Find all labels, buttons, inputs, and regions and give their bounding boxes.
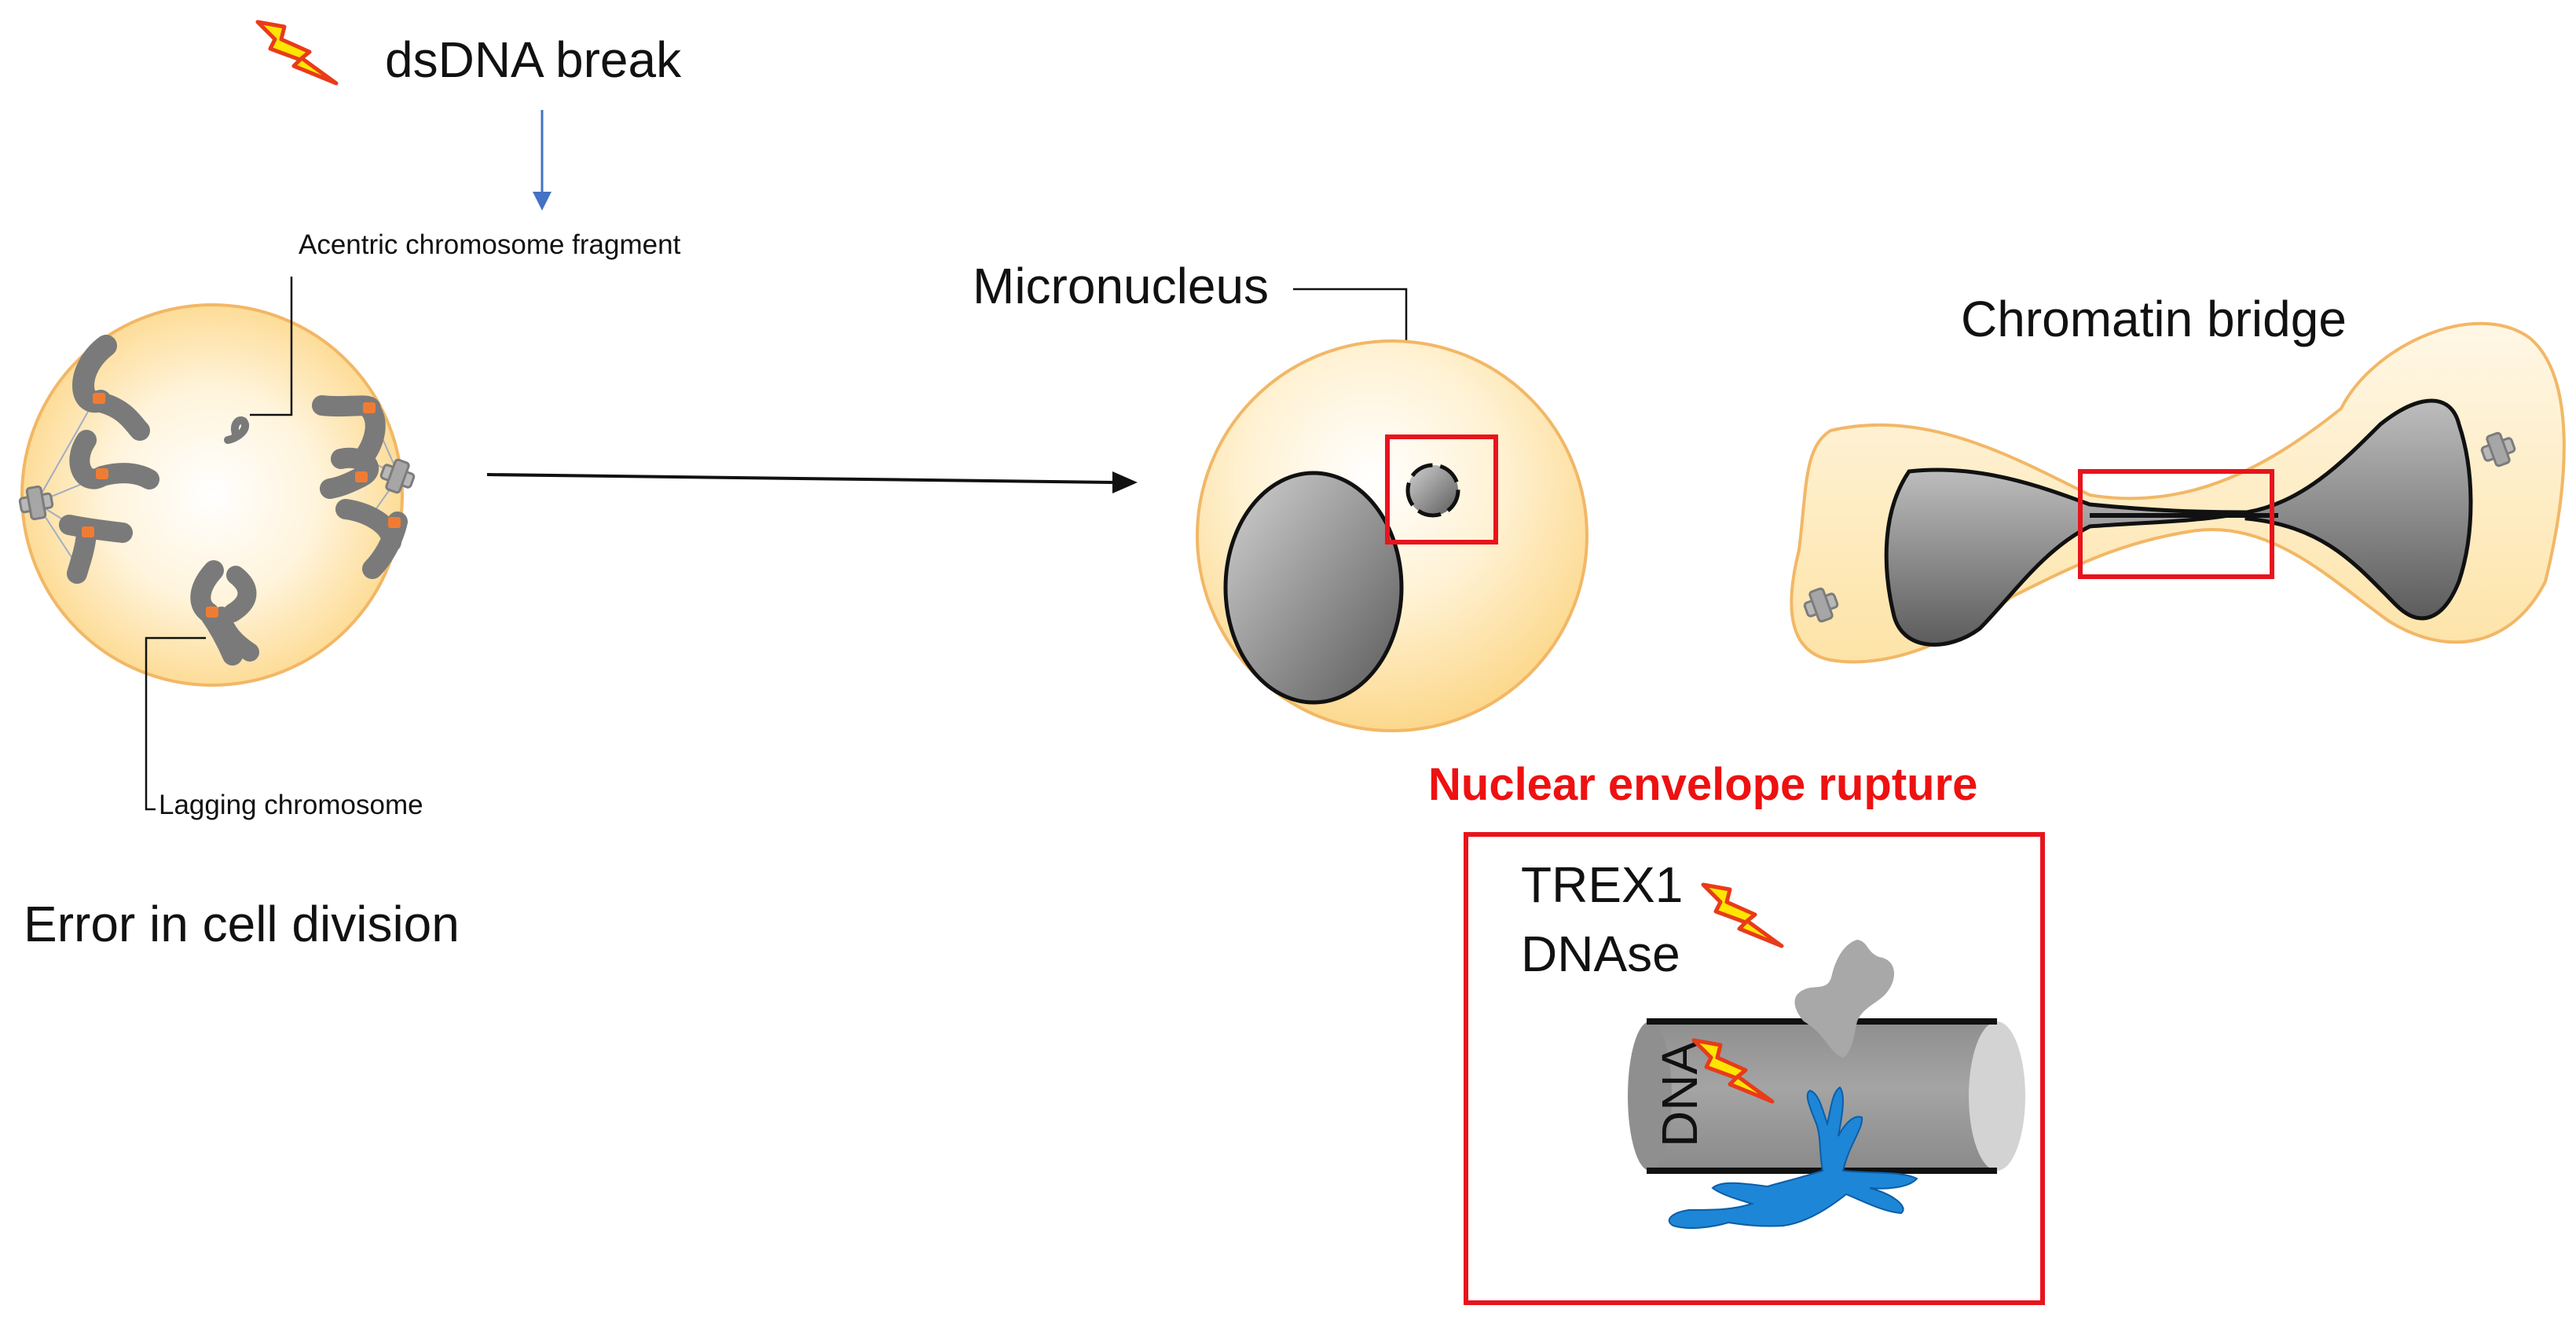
lightning-bolt-icon (258, 22, 336, 83)
lagging-chromosome-label: Lagging chromosome (159, 790, 423, 820)
acentric-fragment (224, 416, 249, 444)
dsdna-break-label: dsDNA break (385, 31, 682, 88)
trex1-protein (1794, 940, 1895, 1058)
break-to-fragment-arrowhead (533, 192, 551, 211)
dna-label: DNA (1651, 1041, 1708, 1147)
bridge-nucleus-right (2244, 398, 2473, 621)
dnase-label: DNAse (1521, 926, 1680, 982)
division-to-micronucleus-arrow (486, 473, 1116, 484)
nuclear-envelope-rupture-title: Nuclear envelope rupture (1428, 759, 1977, 810)
micronucleus (1405, 463, 1460, 518)
kinetochores (82, 393, 401, 618)
leaking-dna (1668, 1086, 1918, 1229)
micronucleus-highlight-box (1385, 434, 1498, 544)
micronucleus-label: Micronucleus (973, 258, 1269, 314)
chromatin-bridge-label: Chromatin bridge (1961, 291, 2347, 347)
chromatin-bridge-cells (1790, 321, 2566, 664)
rupture-detail-box (1464, 832, 2045, 1305)
trex1-label: TREX1 (1521, 856, 1683, 913)
chromosome (59, 515, 133, 584)
micronucleated-cell (1196, 339, 1588, 732)
bridge-highlight-box (2078, 469, 2274, 579)
primary-nucleus (1223, 471, 1404, 705)
dividing-cell (16, 303, 420, 687)
lagging-chromosome-leader (145, 636, 206, 811)
acentric-fragment-label: Acentric chromosome fragment (299, 229, 681, 260)
lightning-bolt-icon (1703, 885, 1782, 946)
acentric-fragment-leader (250, 277, 293, 416)
division-to-micronucleus-arrowhead (1112, 471, 1138, 493)
error-in-cell-division-label: Error in cell division (24, 896, 460, 952)
